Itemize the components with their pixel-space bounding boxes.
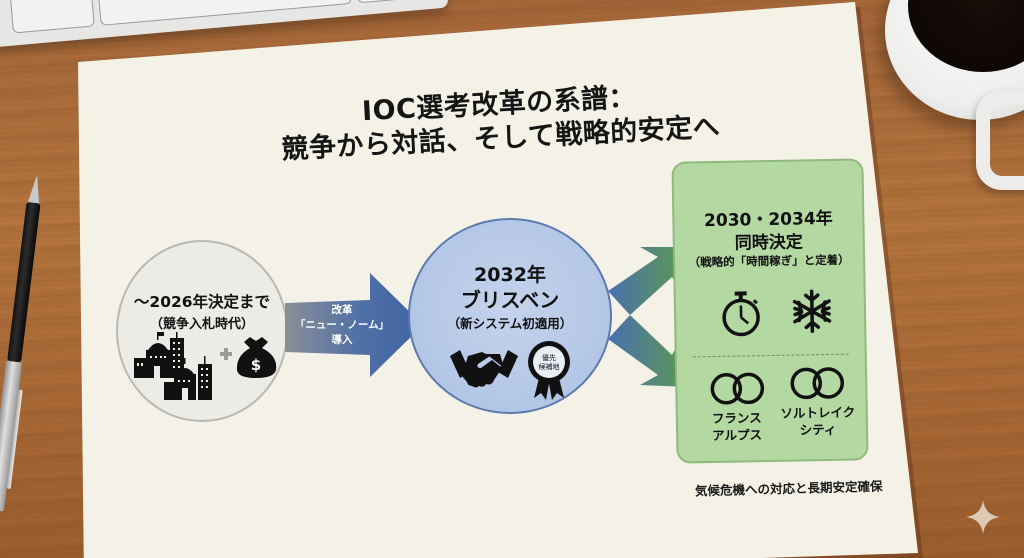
stopwatch-icon	[722, 291, 760, 337]
stage-1-heading: 〜2026年決定まで	[133, 293, 271, 311]
snowflake-icon	[792, 289, 832, 334]
reform-arrow-label: 改革 「ニュー・ノーム」 導入	[292, 303, 392, 348]
money-bag-icon: $	[236, 337, 277, 378]
cup-handle	[976, 90, 1024, 190]
split-arrows	[608, 247, 688, 387]
host-salt-lake-city: ソルトレイク シティ	[773, 403, 864, 439]
host-france-alps: フランス アルプス	[692, 409, 783, 445]
stage-3-subheading: （戦略的「時間稼ぎ」と定着）	[688, 252, 850, 270]
diagram-title: IOC選考改革の系譜： 競争から対話、そして戦略的安定へ	[249, 75, 752, 169]
footnote: 気候危機への対応と長期安定確保	[694, 478, 883, 499]
panel-divider	[692, 353, 849, 358]
sparkle-icon	[966, 500, 1000, 534]
award-ribbon-icon: 優先 候補地	[528, 341, 570, 400]
reform-arrow	[285, 273, 423, 377]
stage-2-year: 2032年	[474, 264, 546, 286]
plus-icon	[220, 348, 232, 360]
svg-text:$: $	[251, 356, 261, 374]
olympic-rings-icon	[790, 367, 845, 400]
host-2-line-1: ソルトレイク	[780, 404, 856, 421]
stage-brisbane-2032: 2032年 ブリスベン （新システム初適用） 優先 候補地	[408, 218, 612, 414]
handshake-icon	[450, 350, 518, 388]
stage-2-subheading: （新システム初適用）	[447, 316, 573, 331]
host-1-line-2: アルプス	[712, 427, 763, 444]
svg-text:優先: 優先	[542, 353, 556, 362]
olympic-rings-icon	[710, 372, 765, 405]
reform-label-line-3: 導入	[331, 334, 353, 346]
stage-1-subheading: （競争入札時代）	[149, 317, 254, 332]
host-2-line-2: シティ	[799, 421, 837, 438]
svg-text:候補地: 候補地	[539, 362, 560, 371]
city-buildings-icon: $	[134, 332, 277, 400]
stage-competitive-bidding: 〜2026年決定まで （競争入札時代）	[116, 240, 288, 422]
stage-dual-award: 2030・2034年 同時決定 （戦略的「時間稼ぎ」と定着）	[671, 158, 869, 464]
reform-label-line-2: 「ニュー・ノーム」	[294, 319, 390, 331]
stage-2-icons: 優先 候補地	[450, 341, 570, 400]
reform-label-line-1: 改革	[331, 304, 353, 316]
stage-2-city: ブリスベン	[460, 288, 560, 312]
stage-3-heading: 同時決定	[734, 232, 803, 254]
host-1-line-1: フランス	[711, 410, 762, 427]
